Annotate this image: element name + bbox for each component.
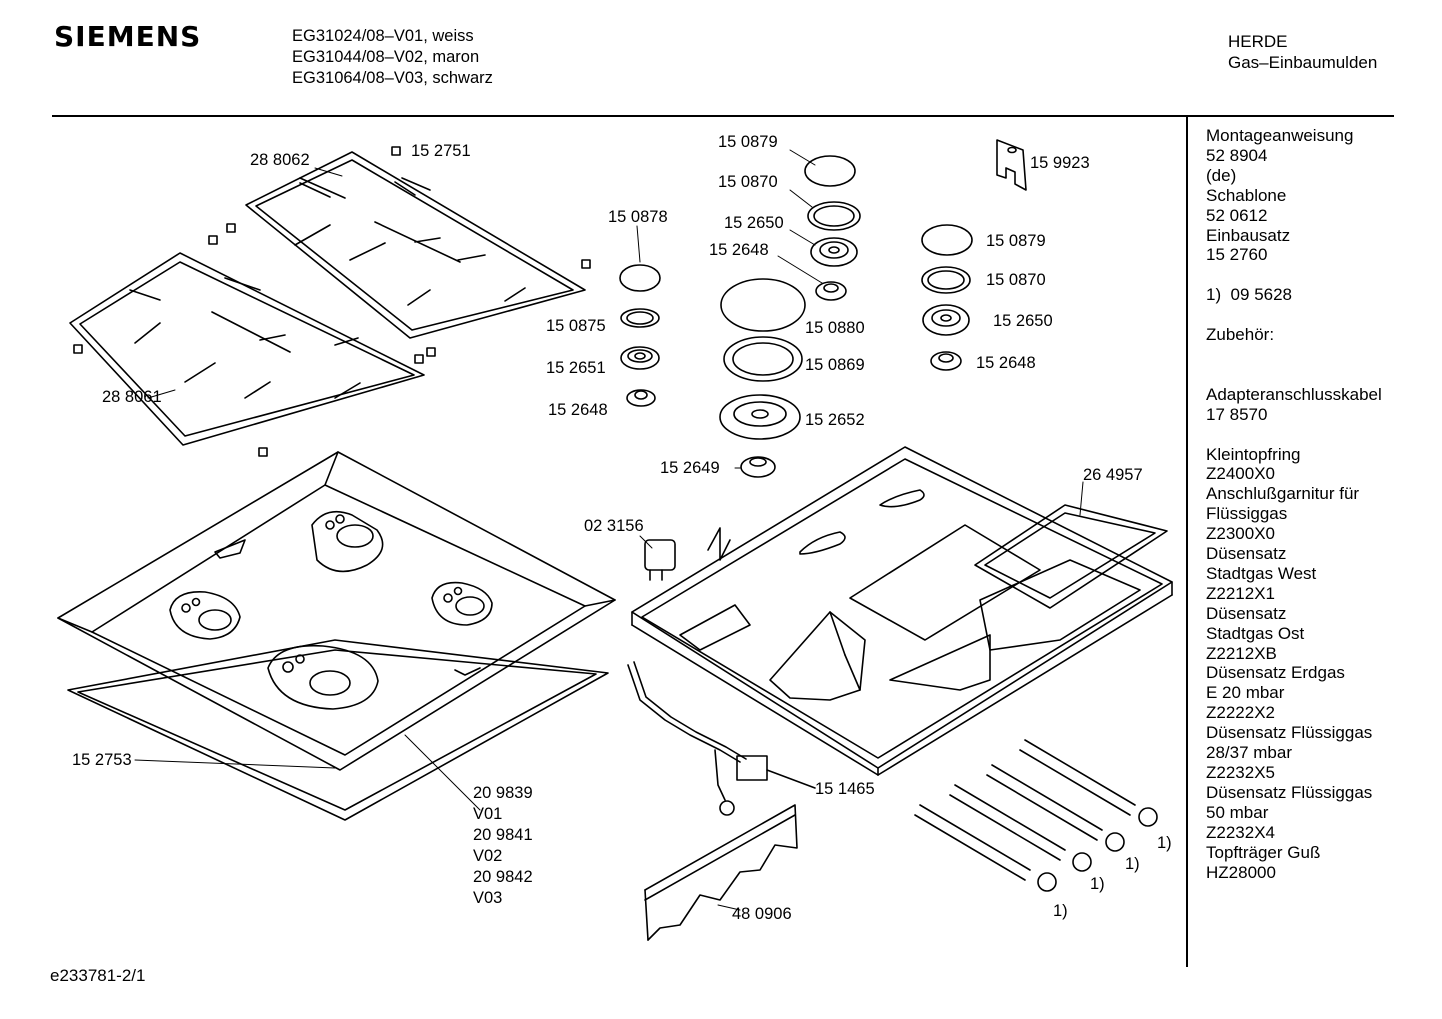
model-list: EG31024/08–V01, weiss EG31044/08–V02, ma… bbox=[292, 27, 493, 87]
label-nozzle-medium-b: 15 2648 bbox=[976, 354, 1036, 372]
mounting-bracket bbox=[645, 805, 797, 940]
label-cover-plate: 26 4957 bbox=[1083, 466, 1143, 484]
label-nozzle-large: 15 2649 bbox=[660, 459, 720, 477]
electrical-connector bbox=[645, 528, 730, 580]
category-title: HERDE Gas–Einbaumulden bbox=[1228, 32, 1378, 72]
label-seal: 15 2753 bbox=[72, 751, 132, 769]
pan-support-left bbox=[70, 253, 424, 445]
label-head-medium-b: 15 2650 bbox=[993, 312, 1053, 330]
notes-divider bbox=[1186, 117, 1188, 967]
label-connector: 02 3156 bbox=[584, 517, 644, 535]
hob-seal bbox=[68, 640, 608, 820]
label-ring-medium-b: 15 0870 bbox=[986, 271, 1046, 289]
hob-top-plate bbox=[58, 452, 615, 770]
leader-lines bbox=[135, 150, 1083, 910]
label-clip: 15 9923 bbox=[1030, 154, 1090, 172]
label-ring-medium-a: 15 0870 bbox=[718, 173, 778, 191]
label-top-plate-variants: 20 9839 V01 20 9841 V02 20 9842 V03 bbox=[473, 784, 533, 907]
document-id: e233781-2/1 bbox=[50, 966, 146, 985]
cover-plate bbox=[975, 505, 1167, 608]
label-cable: 15 1465 bbox=[815, 780, 875, 798]
burner-large-center bbox=[720, 156, 860, 477]
footnote-marker: 1) bbox=[1157, 834, 1172, 852]
pan-support-right bbox=[246, 152, 585, 338]
label-pan-support-right: 28 8062 bbox=[250, 151, 310, 169]
footnote-marker: 1) bbox=[1053, 902, 1068, 920]
rubber-feet bbox=[74, 147, 590, 456]
label-cap-small: 15 0878 bbox=[608, 208, 668, 226]
bottom-tray bbox=[632, 447, 1172, 775]
label-ring-large: 15 0869 bbox=[805, 356, 865, 374]
burner-small-left bbox=[620, 265, 660, 406]
label-head-large: 15 2652 bbox=[805, 411, 865, 429]
header-divider bbox=[52, 115, 1394, 117]
label-nozzle-medium-a: 15 2648 bbox=[709, 241, 769, 259]
label-cap-medium-a: 15 0879 bbox=[718, 133, 778, 151]
brand-logo: SIEMENS bbox=[54, 20, 202, 53]
label-ring-small: 15 0875 bbox=[546, 317, 606, 335]
connection-cable bbox=[628, 662, 815, 815]
accessories-notes: Montageanweisung 52 8904 (de) Schablone … bbox=[1206, 126, 1382, 882]
fixing-screws bbox=[915, 740, 1157, 891]
burner-medium-right bbox=[922, 225, 972, 370]
label-bracket: 48 0906 bbox=[732, 905, 792, 923]
label-cap-medium-b: 15 0879 bbox=[986, 232, 1046, 250]
label-nozzle-small: 15 2648 bbox=[548, 401, 608, 419]
label-pan-support-left: 28 8061 bbox=[102, 388, 162, 406]
clip-part bbox=[997, 140, 1026, 190]
label-head-small: 15 2651 bbox=[546, 359, 606, 377]
footnote-marker: 1) bbox=[1090, 875, 1105, 893]
label-foot: 15 2751 bbox=[411, 142, 471, 160]
label-head-medium-a: 15 2650 bbox=[724, 214, 784, 232]
label-cap-large: 15 0880 bbox=[805, 319, 865, 337]
footnote-marker: 1) bbox=[1125, 855, 1140, 873]
